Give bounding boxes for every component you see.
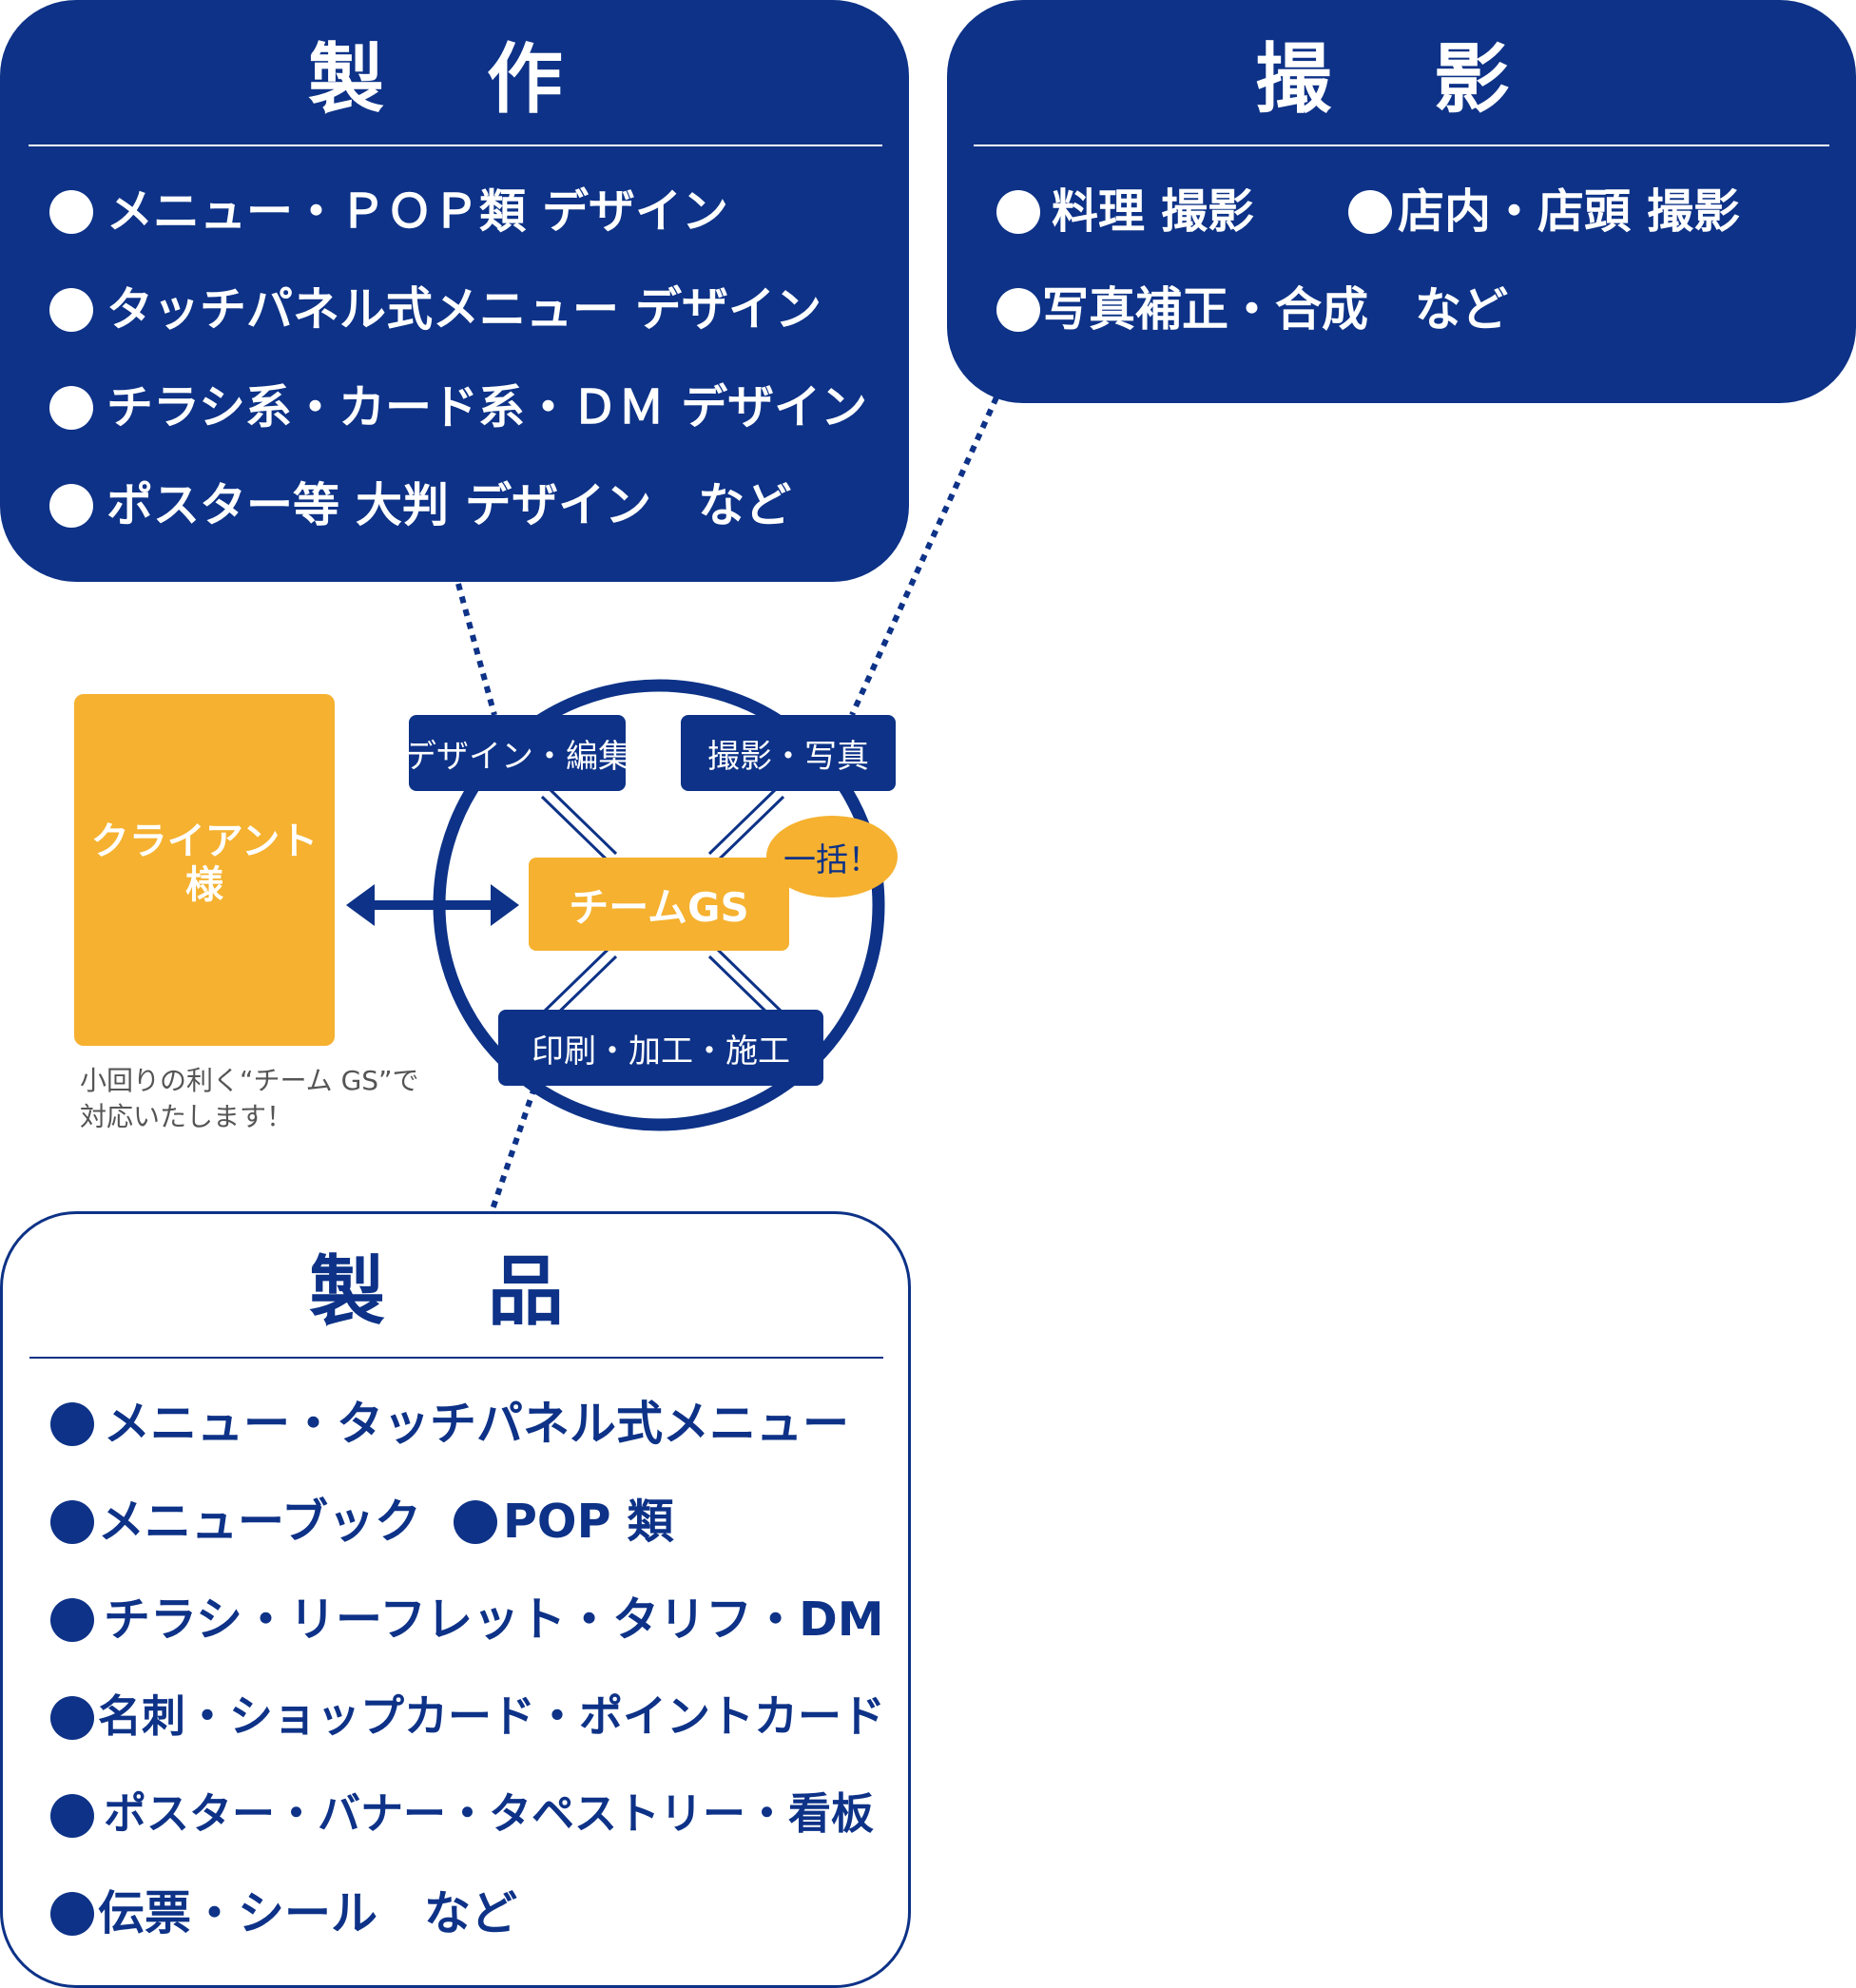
- bullet-icon: [49, 190, 93, 234]
- bullet-icon: [49, 386, 93, 430]
- products-item: 名刺・ショップカード・ポイントカード: [98, 1690, 885, 1742]
- client-label: クライアント: [90, 820, 319, 863]
- bullet-icon: [50, 1892, 94, 1936]
- tag-design: デザイン・編集: [404, 715, 630, 791]
- products-divider: [29, 1357, 883, 1359]
- photography-title: 撮 影: [1255, 35, 1548, 124]
- bullet-icon: [996, 190, 1040, 234]
- bullet-icon: [50, 1794, 94, 1838]
- client-box: クライアント 様: [74, 694, 335, 1046]
- bullet-icon: [49, 484, 93, 528]
- bullet-icon: [996, 288, 1040, 332]
- products-item: ポスター・バナー・タペストリー・看板: [104, 1788, 875, 1839]
- cross-lines: [540, 787, 785, 1023]
- bullet-icon: [454, 1500, 497, 1544]
- photography-panel: 撮 影 料理 撮影 店内・店頭 撮影 写真補正・合成 など: [947, 0, 1856, 403]
- products-item: 伝票・シール など: [98, 1886, 518, 1940]
- connector-production: [455, 583, 497, 716]
- photography-divider: [974, 145, 1829, 146]
- client-suffix: 様: [185, 863, 223, 907]
- products-item: チラシ・リーフレット・タリフ・DM: [104, 1592, 884, 1647]
- production-title: 製 作: [308, 35, 601, 124]
- connector-products: [490, 1087, 537, 1210]
- photography-item: 店内・店頭 撮影: [1398, 184, 1741, 239]
- bullet-icon: [50, 1402, 94, 1446]
- note-line: 小回りの利く“チーム GS”で: [80, 1065, 419, 1096]
- team-note: 小回りの利く“チーム GS”で 対応いたします！: [80, 1063, 419, 1135]
- note-line: 対応いたします！: [80, 1101, 294, 1132]
- production-item: ポスター等 大判 デザイン など: [106, 478, 792, 532]
- tag-print: 印刷・加工・施工: [498, 1010, 823, 1086]
- production-item: チラシ系・カード系・ＤＭ デザイン: [106, 380, 868, 434]
- connector-photography: [849, 396, 999, 717]
- photography-item: 料理 撮影: [1052, 184, 1255, 239]
- products-item: POP 類: [503, 1495, 674, 1549]
- tag-photo: 撮影・写真: [681, 715, 896, 791]
- products-title: 製 品: [309, 1247, 602, 1336]
- production-panel: 製 作 メニュー・ＰＯＰ類 デザイン タッチパネル式メニュー デザイン チラシ系…: [0, 0, 909, 582]
- production-item: タッチパネル式メニュー デザイン: [106, 282, 822, 337]
- bullet-icon: [50, 1500, 94, 1544]
- bullet-icon: [50, 1598, 94, 1642]
- production-divider: [29, 145, 882, 146]
- bullet-icon: [50, 1696, 94, 1740]
- products-item: メニューブック: [98, 1495, 422, 1549]
- products-panel: 製 品 メニュー・タッチパネル式メニュー メニューブック POP 類 チラシ・リ…: [0, 1211, 911, 1988]
- bullet-icon: [49, 288, 93, 332]
- bullet-icon: [1348, 190, 1392, 234]
- bulk-bubble: 一括！: [766, 816, 898, 897]
- products-item: メニュー・タッチパネル式メニュー: [104, 1397, 850, 1451]
- double-arrow: [346, 884, 519, 926]
- team-box: チームGS: [529, 858, 789, 951]
- production-item: メニュー・ＰＯＰ類 デザイン: [106, 184, 729, 239]
- photography-item: 写真補正・合成 など: [1042, 282, 1509, 337]
